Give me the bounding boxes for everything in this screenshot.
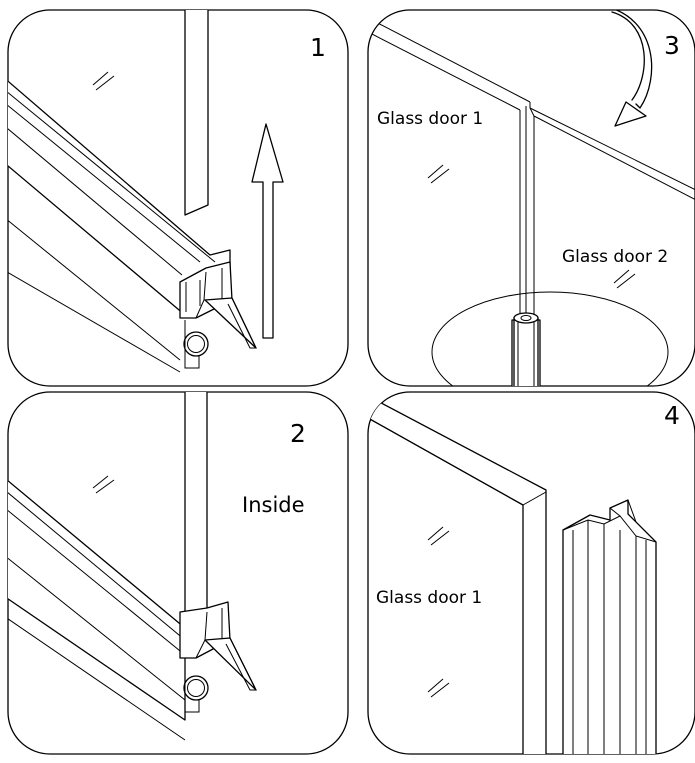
seal-rod (513, 312, 539, 386)
glass-door-2-label: Glass door 2 (562, 247, 668, 267)
seal-profile (562, 499, 657, 754)
glass-door-1-label: Glass door 1 (377, 109, 483, 129)
rotation-circle (431, 291, 669, 386)
seal-strip (8, 469, 257, 741)
panel-4: 4 Glass door 1 (367, 391, 695, 755)
step-number: 1 (310, 33, 326, 62)
panel-2: 2 Inside (7, 391, 349, 755)
rotate-arrow-icon (603, 10, 653, 127)
glass-door-1-label: Glass door 1 (376, 588, 482, 608)
glass-hatch-icon (427, 526, 450, 698)
glass-door-1 (368, 17, 531, 318)
panel-1-frame (7, 9, 349, 387)
up-arrow-icon (251, 123, 284, 339)
step-number: 3 (664, 31, 680, 60)
panel-3: 3 Glass door 1 Glass door 2 (367, 9, 695, 387)
glass-hatch-icon (92, 475, 115, 494)
panel-1: 1 (7, 9, 349, 387)
glass-pane (184, 392, 208, 641)
step-number: 4 (664, 401, 680, 430)
step-number: 2 (290, 419, 306, 448)
seal-strip (8, 69, 257, 373)
glass-hatch-icon (92, 71, 115, 91)
glass-pane (184, 10, 209, 216)
inside-label: Inside (242, 493, 305, 517)
glass-door-1 (368, 395, 547, 754)
glass-hatch-icon (427, 164, 636, 289)
glass-door-2 (529, 107, 695, 320)
